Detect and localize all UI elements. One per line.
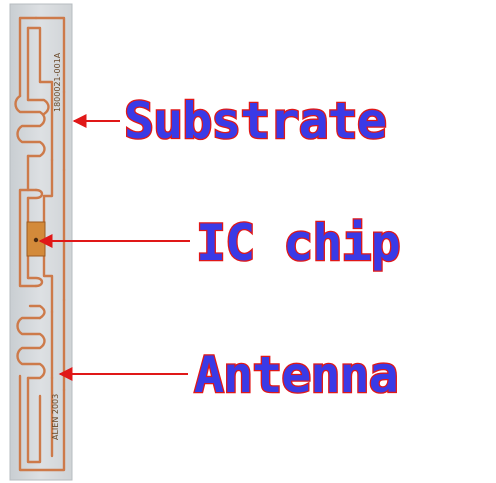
antenna-label: Antenna <box>194 346 398 404</box>
tag-code-top: 1800021-001A <box>53 52 62 112</box>
tag-code-bottom: ALIEN 2003 <box>51 394 60 440</box>
substrate-label: Substrate <box>124 92 386 150</box>
ic-chip-die <box>33 237 39 243</box>
ic-chip-label: IC chip <box>196 214 400 272</box>
